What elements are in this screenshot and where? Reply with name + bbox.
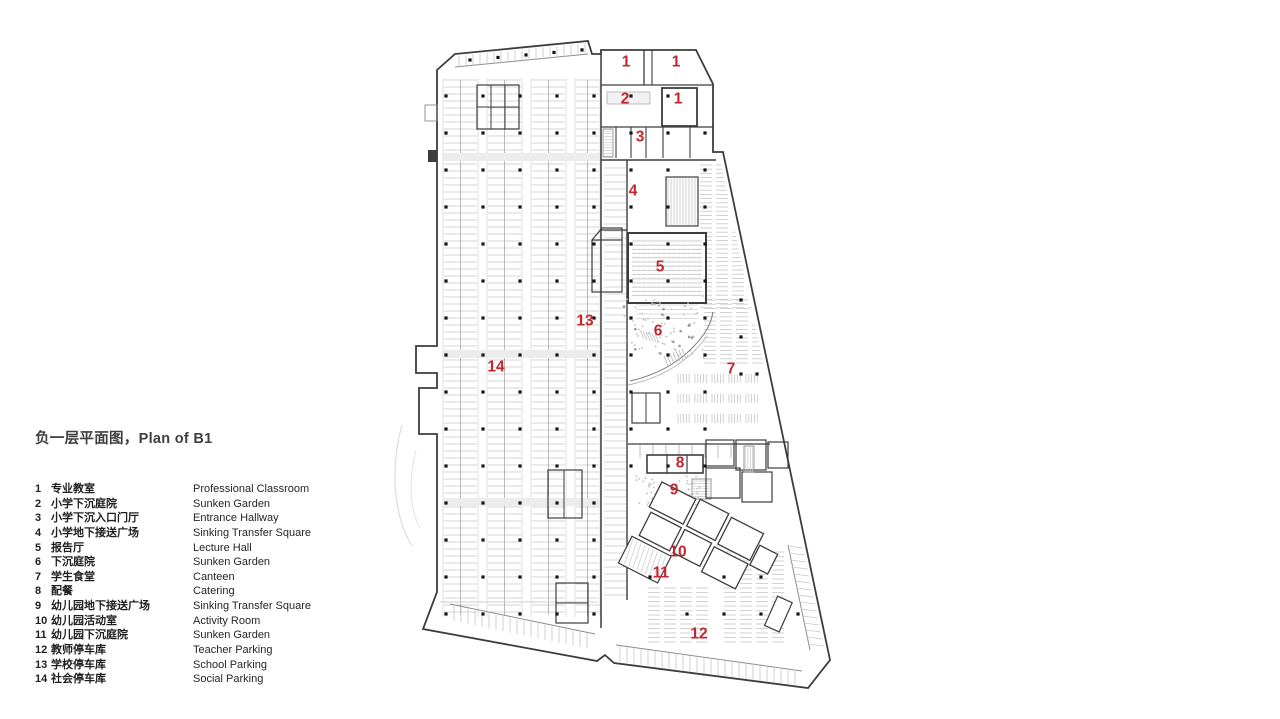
legend-number: 12	[35, 644, 48, 657]
legend-label-zh: 幼儿园活动室	[51, 614, 117, 627]
legend-item: 1 专业教室 Professional Classroom	[35, 482, 375, 497]
legend-label-en: Sunken Garden	[193, 497, 271, 510]
legend-label-en: Catering	[193, 585, 235, 598]
legend-label-en: School Parking	[193, 658, 267, 671]
caption-block: 负一层平面图，Plan of B1 1 专业教室 Professional Clas…	[35, 427, 375, 687]
room-number-13: 13	[576, 313, 594, 330]
legend-label-zh: 小学下沉庭院	[51, 497, 117, 510]
kindergarten-cluster	[617, 481, 779, 590]
room-number-1: 1	[674, 91, 683, 108]
legend-label-en: Lecture Hall	[193, 541, 252, 554]
legend-item: 5 报告厅 Lecture Hall	[35, 541, 375, 556]
legend-item: 11 幼儿园下沉庭院 Sunken Garden	[35, 628, 375, 643]
legend-label-zh: 小学地下接送广场	[51, 526, 139, 539]
room-number-12: 12	[690, 626, 707, 643]
room-number-1: 1	[622, 54, 631, 71]
legend-number: 10	[35, 614, 48, 627]
legend-label-en: Sunken Garden	[193, 556, 271, 569]
legend-label-en: Teacher Parking	[193, 644, 273, 657]
legend: 1 专业教室 Professional Classroom 2 小学下沉庭院 Sunken…	[35, 482, 375, 687]
room-number-2: 2	[621, 91, 630, 108]
room-number-6: 6	[654, 323, 663, 340]
service-cores	[424, 84, 661, 624]
legend-label-zh: 报告厅	[51, 541, 84, 554]
legend-label-zh: 教师停车库	[51, 644, 106, 657]
legend-number: 4	[35, 526, 42, 539]
legend-label-en: Activity Room	[193, 614, 261, 627]
legend-label-en: Sinking Transfer Square	[193, 526, 312, 539]
column-grid-dots	[444, 48, 800, 616]
legend-label-zh: 社会停车库	[51, 673, 106, 686]
legend-label-en: Sunken Garden	[193, 629, 271, 642]
room-number-3: 3	[636, 129, 645, 146]
legend-item: 9 幼儿园地下接送广场 Sinking Transfer Square	[35, 599, 375, 614]
legend-number: 6	[35, 556, 42, 569]
east-room-cluster	[705, 439, 789, 503]
parking-area-southeast	[615, 544, 825, 686]
legend-item: 4 小学地下接送广场 Sinking Transfer Square	[35, 526, 375, 541]
legend-label-en: Social Parking	[193, 673, 264, 686]
room-number-10: 10	[669, 544, 686, 561]
legend-number: 3	[35, 512, 42, 525]
legend-number: 14	[35, 673, 48, 686]
transfer-square-4	[601, 176, 699, 231]
legend-label-zh: 学校停车库	[51, 658, 106, 671]
room-number-14: 14	[487, 359, 505, 376]
legend-number: 11	[35, 629, 47, 642]
legend-label-zh: 幼儿园地下接送广场	[51, 600, 150, 613]
legend-number: 13	[35, 658, 48, 671]
legend-label-en: Entrance Hallway	[193, 512, 279, 525]
room-number-5: 5	[656, 259, 665, 276]
catering-room-8	[628, 443, 770, 474]
transfer-square-9	[635, 475, 712, 507]
legend-number: 8	[35, 585, 42, 598]
room-number-8: 8	[676, 455, 685, 472]
legend-number: 2	[35, 497, 42, 510]
room-number-1: 1	[672, 54, 681, 71]
legend-number: 9	[35, 600, 42, 613]
legend-label-zh: 专业教室	[51, 483, 95, 495]
legend-number: 1	[35, 483, 42, 495]
room-number-11: 11	[653, 565, 670, 582]
legend-label-en: Sinking Transfer Square	[193, 600, 312, 613]
legend-label-zh: 小学下沉入口门厅	[51, 512, 139, 525]
legend-number: 7	[35, 570, 42, 583]
plan-title: 负一层平面图，Plan of B1	[35, 431, 213, 447]
legend-label-zh: 学生食堂	[51, 570, 95, 583]
room-number-7: 7	[727, 361, 736, 378]
legend-item: 6 下沉庭院 Sunken Garden	[35, 555, 375, 570]
legend-number: 5	[35, 541, 42, 554]
legend-label-en: Professional Classroom	[193, 483, 310, 495]
legend-item: 7 学生食堂 Canteen	[35, 570, 375, 585]
legend-item: 3 小学下沉入口门厅 Entrance Hallway	[35, 511, 375, 526]
sunken-garden-6	[622, 295, 714, 386]
classroom-block	[600, 50, 716, 628]
room-number-4: 4	[629, 183, 638, 200]
legend-item: 8 配餐 Catering	[35, 584, 375, 599]
legend-label-en: Canteen	[193, 570, 235, 583]
legend-label-zh: 配餐	[51, 585, 73, 598]
room-number-9: 9	[670, 482, 679, 499]
legend-item: 2 小学下沉庭院 Sunken Garden	[35, 497, 375, 512]
site-contours	[394, 424, 421, 547]
legend-label-zh: 幼儿园下沉庭院	[51, 629, 128, 642]
legend-label-zh: 下沉庭院	[51, 556, 95, 569]
parking-band-north	[454, 43, 589, 68]
